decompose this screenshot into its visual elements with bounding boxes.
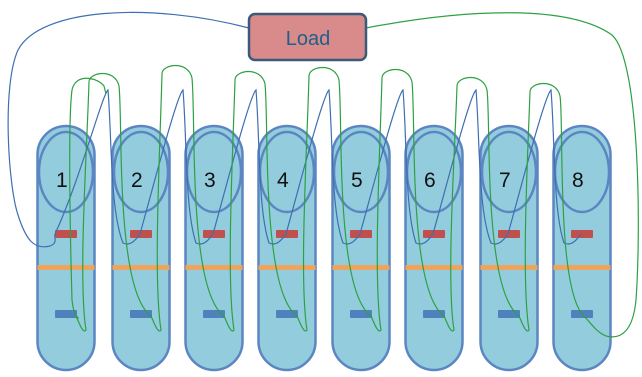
- tube-number: 7: [499, 169, 511, 192]
- wires-group: [7, 11, 639, 338]
- tube-number: 5: [351, 169, 363, 192]
- top-band: [203, 230, 225, 238]
- tube-number: 6: [424, 169, 436, 192]
- tube-2[interactable]: 2: [111, 124, 171, 372]
- green-wire: [69, 12, 639, 338]
- load-box[interactable]: Load: [247, 12, 368, 62]
- tube-head: [332, 130, 390, 214]
- load-box-rect[interactable]: [247, 12, 368, 62]
- top-band: [350, 230, 372, 238]
- top-band: [423, 230, 445, 238]
- middle-line: [405, 265, 463, 270]
- top-band: [130, 230, 152, 238]
- tube-1[interactable]: 1: [36, 124, 96, 372]
- tube-5[interactable]: 5: [331, 124, 391, 372]
- tube-number: 2: [131, 169, 143, 192]
- top-band: [276, 230, 298, 238]
- tube-number: 8: [572, 169, 584, 192]
- top-band: [498, 230, 520, 238]
- tube-number: 4: [277, 169, 289, 192]
- middle-line: [185, 265, 243, 270]
- top-band: [571, 230, 593, 238]
- tube-3[interactable]: 3: [184, 124, 244, 372]
- tubes-group: 1 2 3 4 5 6 7 8: [36, 124, 612, 372]
- tube-8[interactable]: 8: [552, 124, 612, 372]
- middle-line: [112, 265, 170, 270]
- tube-7[interactable]: 7: [479, 124, 539, 372]
- middle-line: [553, 265, 611, 270]
- bottom-band: [55, 310, 77, 318]
- tube-head: [112, 130, 170, 214]
- tube-head: [37, 130, 95, 214]
- tube-number: 1: [56, 169, 68, 192]
- tube-head: [480, 130, 538, 214]
- load-label: Load: [286, 28, 331, 50]
- tube-number: 3: [204, 169, 216, 192]
- middle-line: [37, 265, 95, 270]
- middle-line: [258, 265, 316, 270]
- middle-line: [332, 265, 390, 270]
- blue-wire: [7, 11, 582, 248]
- top-band: [55, 230, 77, 238]
- middle-line: [480, 265, 538, 270]
